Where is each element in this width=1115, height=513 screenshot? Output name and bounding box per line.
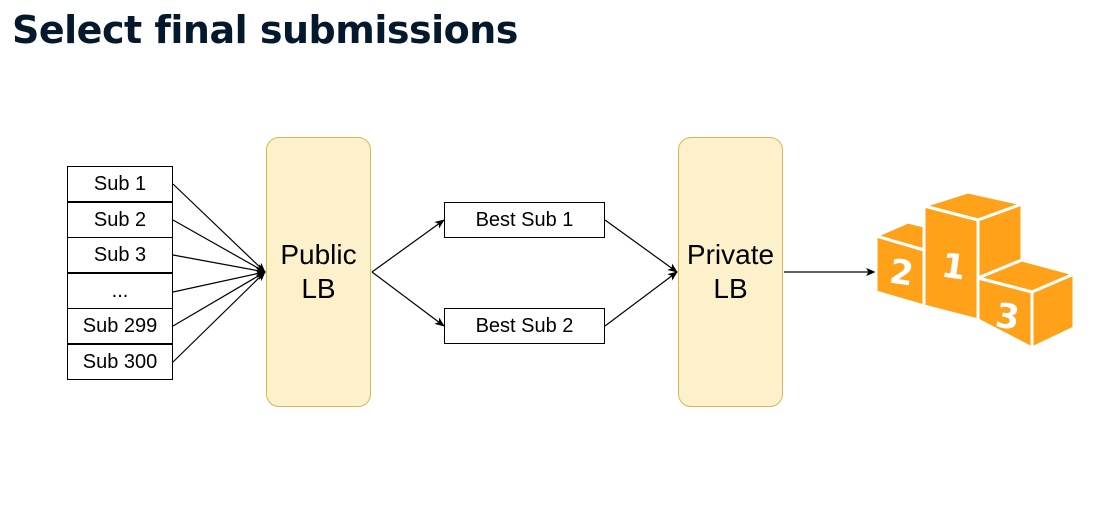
public-lb-box: Public LB <box>266 137 371 407</box>
public-lb-label: Public LB <box>280 239 357 304</box>
submission-label: Sub 1 <box>93 172 147 195</box>
best-sub-label: Best Sub 1 <box>475 208 574 231</box>
submission-box: ... <box>67 273 173 309</box>
arrow-sub-ellipsis-to-public-lb <box>172 270 266 293</box>
submission-box: Sub 3 <box>67 237 173 273</box>
best-sub-label: Best Sub 2 <box>475 314 574 337</box>
submission-label: Sub 3 <box>93 243 147 266</box>
submission-box: Sub 299 <box>67 308 173 344</box>
submission-box: Sub 2 <box>67 202 173 238</box>
slide-title: Select final submissions <box>12 8 518 52</box>
submission-label: Sub 300 <box>82 350 158 373</box>
podium-icon: 2 1 3 <box>874 190 1076 350</box>
podium-place-2: 2 <box>887 252 916 295</box>
arrow-best-sub-1-to-private-lb <box>604 219 678 273</box>
podium-place-1: 1 <box>939 246 968 289</box>
submission-box: Sub 1 <box>67 166 173 202</box>
arrow-sub-2-to-public-lb <box>172 219 266 273</box>
submission-label: Sub 2 <box>93 208 147 231</box>
arrow-public-lb-to-best-sub-2 <box>371 271 445 327</box>
submission-box: Sub 300 <box>67 344 173 380</box>
private-lb-label: Private LB <box>686 239 775 304</box>
best-sub-box: Best Sub 2 <box>444 308 605 344</box>
submission-label: Sub 299 <box>82 314 158 337</box>
arrow-sub-3-to-public-lb <box>172 254 266 275</box>
podium-block-3-side <box>1030 272 1076 350</box>
best-sub-box: Best Sub 1 <box>444 202 605 238</box>
podium-place-3: 3 <box>993 296 1022 339</box>
arrow-best-sub-2-to-private-lb <box>604 271 678 327</box>
arrow-sub-300-to-public-lb <box>172 271 266 363</box>
submission-label: ... <box>111 279 129 302</box>
arrow-sub-299-to-public-lb <box>172 271 266 327</box>
arrow-sub-1-to-public-lb <box>172 183 266 273</box>
private-lb-box: Private LB <box>678 137 783 407</box>
arrow-public-lb-to-best-sub-1 <box>371 219 445 273</box>
